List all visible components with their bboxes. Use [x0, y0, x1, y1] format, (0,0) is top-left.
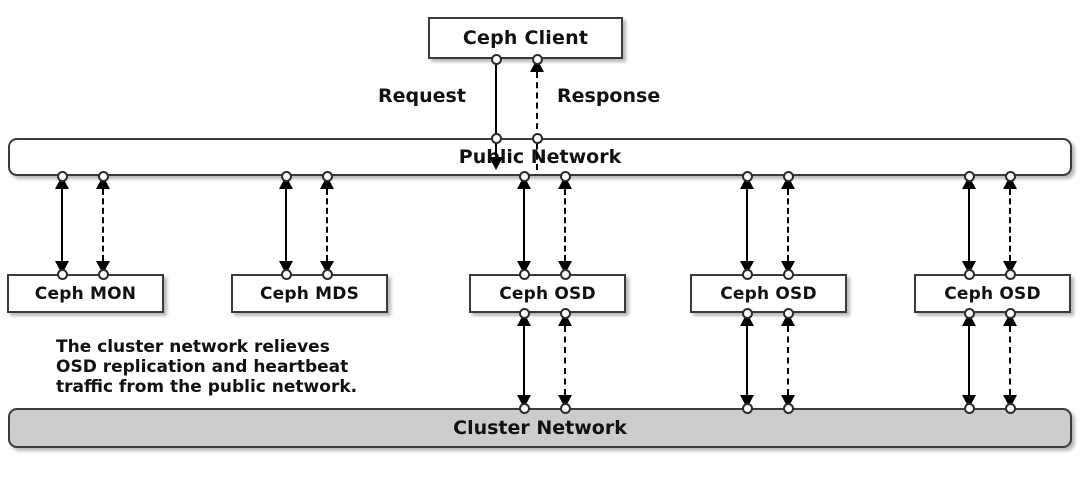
port-public-mon-in — [97, 170, 109, 182]
port-mds-top-out — [280, 268, 292, 280]
client-request-to-public-shaft — [495, 59, 497, 157]
node-ceph-mds[interactable]: Ceph MDS — [231, 274, 388, 313]
osd2-public-in-shaft — [787, 189, 789, 261]
port-public-mon-out — [56, 170, 68, 182]
public-network-bar[interactable]: Public Network — [8, 138, 1072, 176]
port-osd1-top-in — [559, 268, 571, 280]
osd3-public-out-shaft — [968, 189, 970, 261]
port-cluster-osd2-out — [741, 402, 753, 414]
node-ceph-mon[interactable]: Ceph MON — [7, 274, 164, 313]
port-public-top-request — [490, 132, 502, 144]
port-public-osd3-out — [963, 170, 975, 182]
port-client-response — [531, 53, 543, 65]
osd3-public-in-shaft — [1009, 189, 1011, 261]
port-cluster-osd2-in — [782, 402, 794, 414]
cluster-network-bar[interactable]: Cluster Network — [8, 408, 1072, 448]
node-ceph-client[interactable]: Ceph Client — [428, 17, 623, 59]
mds-public-out-shaft — [285, 189, 287, 261]
port-osd3-bottom-out — [963, 307, 975, 319]
node-ceph-mds-label: Ceph MDS — [259, 283, 360, 304]
osd3-cluster-in-shaft — [1009, 326, 1011, 395]
node-ceph-osd-1-label: Ceph OSD — [499, 283, 596, 304]
node-ceph-osd-2-label: Ceph OSD — [720, 283, 817, 304]
request-label: Request — [378, 85, 466, 107]
port-osd1-bottom-out — [518, 307, 530, 319]
port-public-osd2-in — [782, 170, 794, 182]
port-cluster-osd3-in — [1004, 402, 1016, 414]
osd1-public-in-shaft — [564, 189, 566, 261]
port-mon-top-in — [97, 268, 109, 280]
node-ceph-osd-3-label: Ceph OSD — [944, 283, 1041, 304]
port-osd3-bottom-in — [1004, 307, 1016, 319]
port-public-mds-out — [280, 170, 292, 182]
port-public-osd1-out — [518, 170, 530, 182]
osd2-cluster-out-shaft — [746, 326, 748, 395]
port-public-osd3-in — [1004, 170, 1016, 182]
mon-public-out-shaft — [61, 189, 63, 261]
node-ceph-osd-1[interactable]: Ceph OSD — [469, 274, 626, 313]
port-cluster-osd1-in — [559, 402, 571, 414]
port-public-osd1-in — [559, 170, 571, 182]
port-mon-top-out — [56, 268, 68, 280]
port-client-request — [490, 53, 502, 65]
node-ceph-osd-3[interactable]: Ceph OSD — [914, 274, 1071, 313]
public-network-label: Public Network — [458, 146, 622, 168]
response-label: Response — [557, 85, 661, 107]
mon-public-in-shaft — [102, 189, 104, 261]
port-mds-top-in — [321, 268, 333, 280]
port-osd1-bottom-in — [559, 307, 571, 319]
cluster-network-label: Cluster Network — [453, 417, 627, 439]
port-cluster-osd3-out — [963, 402, 975, 414]
node-ceph-client-label: Ceph Client — [462, 27, 589, 49]
osd2-public-out-shaft — [746, 189, 748, 261]
mds-public-in-shaft — [326, 189, 328, 261]
node-ceph-osd-2[interactable]: Ceph OSD — [690, 274, 847, 313]
port-osd3-top-out — [963, 268, 975, 280]
osd1-cluster-out-shaft — [523, 326, 525, 395]
osd1-public-out-shaft — [523, 189, 525, 261]
port-osd2-bottom-out — [741, 307, 753, 319]
port-public-top-response — [531, 132, 543, 144]
port-osd1-top-out — [518, 268, 530, 280]
osd2-cluster-in-shaft — [787, 326, 789, 395]
osd1-cluster-in-shaft — [564, 326, 566, 395]
port-osd2-bottom-in — [782, 307, 794, 319]
node-ceph-mon-label: Ceph MON — [34, 283, 137, 304]
port-osd3-top-in — [1004, 268, 1016, 280]
port-osd2-top-out — [741, 268, 753, 280]
osd3-cluster-out-shaft — [968, 326, 970, 395]
client-request-to-public-arrowhead-down — [489, 157, 503, 170]
port-public-mds-in — [321, 170, 333, 182]
port-osd2-top-in — [782, 268, 794, 280]
port-cluster-osd1-out — [518, 402, 530, 414]
cluster-network-note: The cluster network relieves OSD replica… — [56, 337, 358, 398]
port-public-osd2-out — [741, 170, 753, 182]
client-response-from-public-shaft — [536, 72, 538, 170]
